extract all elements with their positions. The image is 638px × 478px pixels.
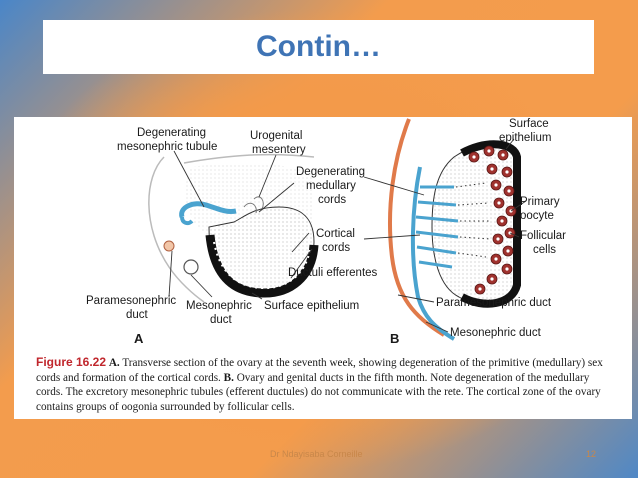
- label-cortical-2: cords: [322, 242, 350, 254]
- page-number: 12: [586, 449, 597, 459]
- label-deg-cords-1: Degenerating: [296, 166, 365, 178]
- panel-a-leaders: [168, 150, 313, 300]
- label-paramesonephric-b: Paramesonephric duct: [436, 297, 552, 309]
- panel-b-drawing: [388, 118, 521, 341]
- caption-text-a: Transverse section of the ovary at the s…: [36, 357, 603, 384]
- footer-author: Dr Ndayisaba Corneille: [270, 449, 363, 459]
- slide-footer: Dr Ndayisaba Corneille 12: [0, 449, 638, 463]
- label-urogenital-2: mesentery: [252, 144, 306, 156]
- label-mesonephric-a-1: Mesonephric: [186, 300, 252, 312]
- figure-panel: Degenerating mesonephric tubule Urogenit…: [14, 117, 632, 419]
- label-primary-oocyte-2: oocyte: [520, 210, 554, 222]
- panel-a-labels: Degenerating mesonephric tubule Urogenit…: [86, 127, 378, 346]
- slide-title-box: Contin…: [43, 20, 594, 74]
- label-follicular-1: Follicular: [520, 230, 566, 242]
- label-surface-2: epithelium: [499, 132, 551, 144]
- label-paramesonephric-a-2: duct: [126, 309, 149, 321]
- label-surface-epithelium-a: Surface epithelium: [264, 300, 359, 312]
- label-cortical-1: Cortical: [316, 228, 355, 240]
- label-deg-cords-3: cords: [318, 194, 346, 206]
- caption-label-b: B.: [223, 371, 234, 384]
- caption-text-b: Ovary and genital ducts in the fifth mon…: [36, 371, 601, 413]
- label-mesonephric-b: Mesonephric duct: [450, 327, 542, 339]
- panel-b-letter: B: [390, 331, 399, 346]
- label-ductuli-efferentes: Ductuli efferentes: [288, 267, 378, 279]
- label-primary-oocyte-1: Primary: [520, 196, 560, 208]
- label-degenerating-tubule-2: mesonephric tubule: [117, 141, 217, 153]
- label-deg-cords-2: medullary: [306, 180, 356, 192]
- panel-b-leaders: [363, 138, 527, 333]
- label-surface-1: Surface: [509, 118, 549, 130]
- panel-b-labels: Surface epithelium Primary oocyte Follic…: [390, 118, 566, 346]
- label-paramesonephric-a-1: Paramesonephric: [86, 295, 176, 307]
- caption-label-a: A.: [108, 357, 120, 369]
- embryology-figure: Degenerating mesonephric tubule Urogenit…: [86, 118, 566, 346]
- label-mesonephric-a-2: duct: [210, 314, 233, 326]
- slide-title: Contin…: [256, 30, 381, 63]
- label-degenerating-tubule-1: Degenerating: [137, 127, 206, 139]
- panel-a-letter: A: [134, 331, 144, 346]
- figure-number: Figure 16.22: [36, 355, 107, 369]
- label-follicular-2: cells: [533, 244, 556, 256]
- panel-a-drawing: [148, 153, 319, 303]
- label-urogenital-1: Urogenital: [250, 130, 302, 142]
- figure-caption: Figure 16.22 A. Transverse section of th…: [36, 355, 618, 414]
